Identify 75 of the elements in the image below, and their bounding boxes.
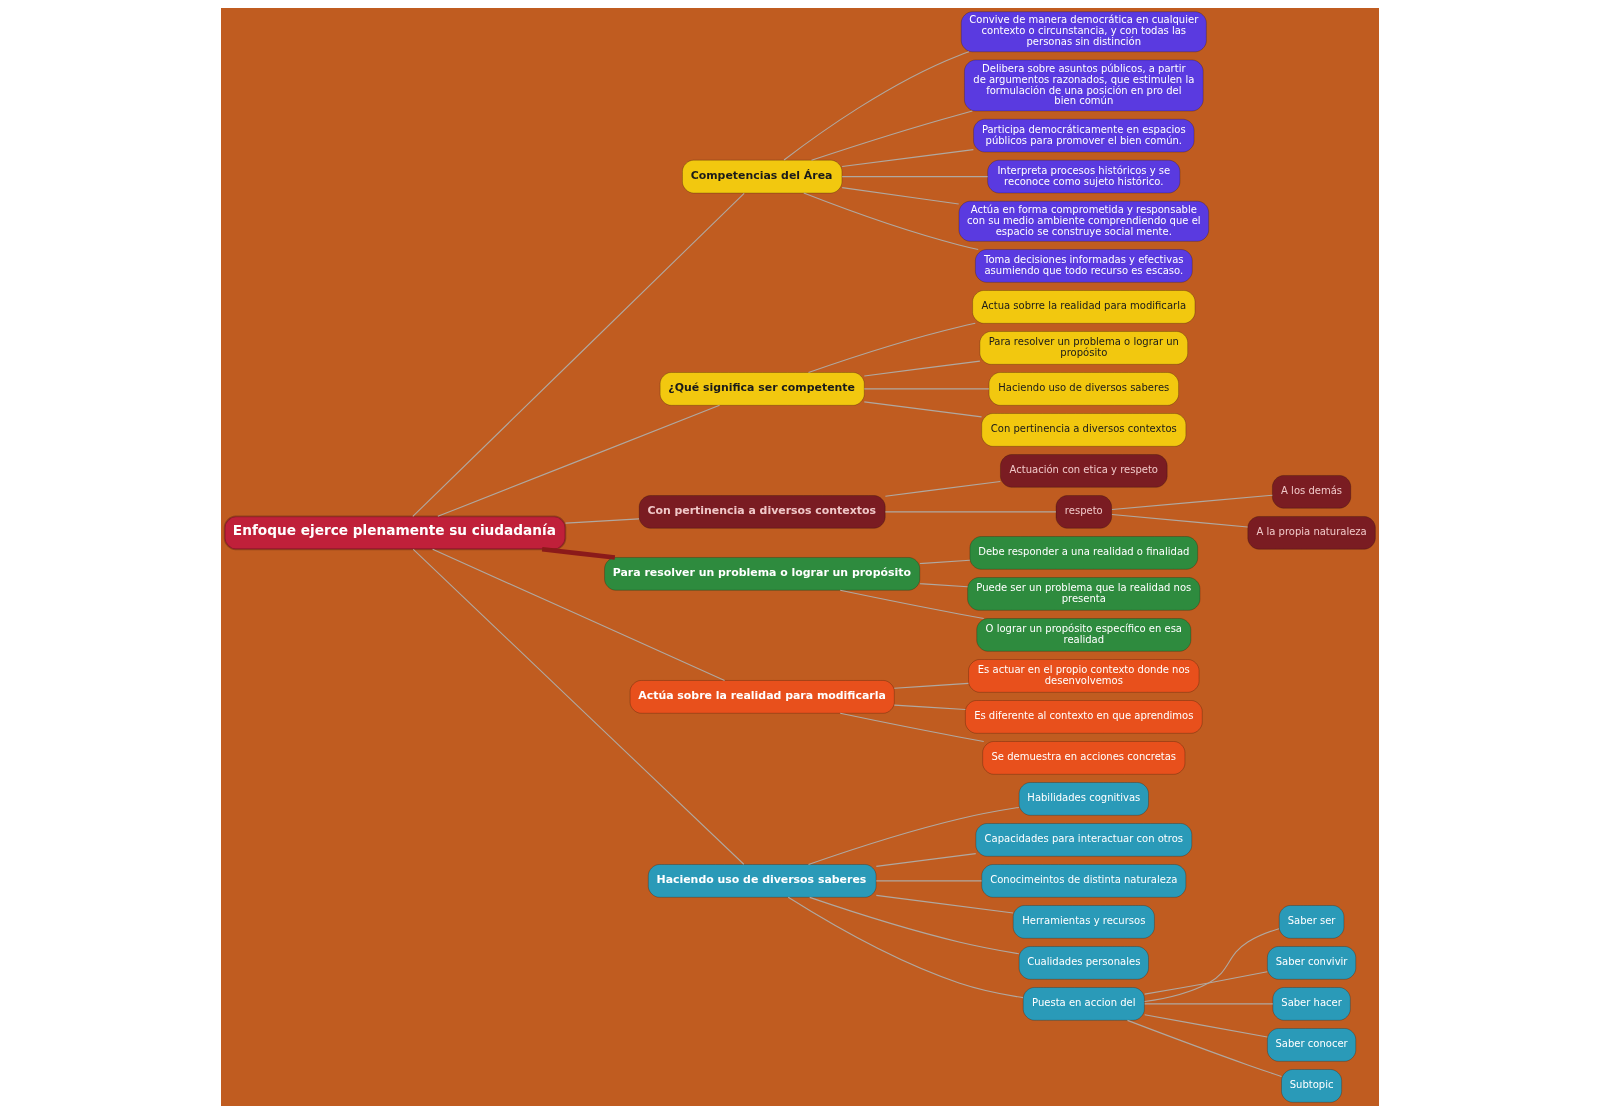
connector: [807, 322, 976, 373]
node-box: Competencias del Área: [682, 159, 843, 194]
connector: [875, 880, 983, 882]
connector: [1126, 1019, 1283, 1077]
connector: [875, 853, 977, 867]
node-box: Interpreta procesos históricos y se reconoce como sujeto histórico.: [987, 159, 1181, 194]
node-box: Saber conocer: [1266, 1028, 1357, 1062]
node-box: Para resolver un problema o lograr un propósito: [604, 557, 921, 591]
node-box: Debe responder a una realidad o finalidad: [969, 536, 1199, 570]
connector: [893, 704, 966, 711]
connector: [412, 192, 745, 517]
connector: [841, 187, 960, 205]
connector: [884, 511, 1057, 513]
connector: [1144, 971, 1268, 995]
node-box: O lograr un propósito específico en esa realidad: [976, 618, 1192, 652]
node-box: Actúa en forma comprometida y responsable con su medio ambiente comprendiendo que el espacio se construye social mente.: [958, 200, 1210, 242]
connector: [1144, 1014, 1268, 1038]
node-box: respeto: [1055, 495, 1113, 529]
connector: [1111, 494, 1273, 511]
node-box: Capacidades para interactuar con otros: [975, 823, 1193, 857]
connector: [1111, 513, 1249, 528]
node-box: A los demás: [1271, 475, 1352, 509]
connector: [893, 682, 969, 689]
connector: [541, 547, 616, 560]
node-box: Con pertinencia a diversos contextos: [981, 413, 1187, 447]
connector: [807, 806, 1020, 865]
node-box: Toma decisiones informadas y efectivas asumiendo que todo recurso es escaso.: [974, 249, 1193, 283]
connector: [564, 518, 640, 524]
connector: [1144, 1003, 1274, 1005]
connector: [919, 559, 971, 565]
connector: [884, 480, 1001, 497]
connector: [803, 192, 979, 251]
node-box: Participa democráticamente en espacios públicos para promover el bien común.: [973, 118, 1195, 153]
node-box: Conocimeintos de distinta naturaleza: [981, 864, 1187, 898]
node-box: Actúa sobre la realidad para modificarla: [629, 680, 895, 714]
node-box: Herramientas y recursos: [1012, 905, 1155, 939]
connector: [809, 896, 1020, 955]
connector: [412, 548, 745, 865]
connector: [810, 110, 973, 161]
node-box: Para resolver un problema o lograr un propósito: [979, 331, 1189, 365]
node-box: Es diferente al contexto en que aprendimos: [964, 700, 1203, 734]
node-box: Delibera sobre asuntos públicos, a partir de argumentos razonados, que estimulen la formulación de una posición en pro del bien común: [964, 59, 1204, 112]
node-box: Subtopic: [1281, 1069, 1343, 1103]
connector: [875, 894, 1014, 914]
connector: [432, 548, 726, 681]
connector: [863, 401, 983, 418]
node-box: Es actuar en el propio contexto donde nos desenvolvemos: [968, 659, 1200, 693]
connector: [919, 583, 969, 588]
node-box: Puesta en accion del: [1022, 987, 1145, 1021]
node-box: Convive de manera democrática en cualquier contexto o circunstancia, y con todas las personas sin distinción: [960, 11, 1207, 53]
connector: [839, 712, 985, 742]
connector: [841, 149, 974, 168]
node-box: Actuación con etica y respeto: [1000, 454, 1168, 488]
node-box: Cualidades personales: [1018, 946, 1149, 980]
node-box: Actua sobrre la realidad para modificarla: [972, 290, 1196, 324]
connector: [787, 896, 1024, 999]
node-box: Habilidades cognitivas: [1018, 782, 1149, 816]
connector: [1144, 928, 1280, 1003]
node-box: Saber convivir: [1266, 946, 1357, 980]
connector: [863, 360, 981, 377]
node-box: A la propia naturaleza: [1247, 516, 1376, 550]
node-box: Enfoque ejerce plenamente su ciudadanía: [223, 515, 567, 551]
connector: [839, 589, 985, 619]
node-box: Puede ser un problema que la realidad nos presenta: [967, 577, 1201, 611]
node-box: Saber ser: [1278, 905, 1345, 939]
node-box: ¿Qué significa ser competente: [659, 372, 865, 406]
connector: [783, 51, 970, 161]
connector: [863, 388, 990, 390]
node-box: Con pertinencia a diversos contextos: [638, 495, 886, 529]
node-box: Haciendo uso de diversos saberes: [647, 864, 877, 898]
connector: [437, 404, 721, 517]
connector: [841, 176, 989, 178]
node-box: Se demuestra en acciones concretas: [982, 741, 1186, 775]
node-box: Saber hacer: [1272, 987, 1351, 1021]
node-box: Haciendo uso de diversos saberes: [988, 372, 1179, 406]
